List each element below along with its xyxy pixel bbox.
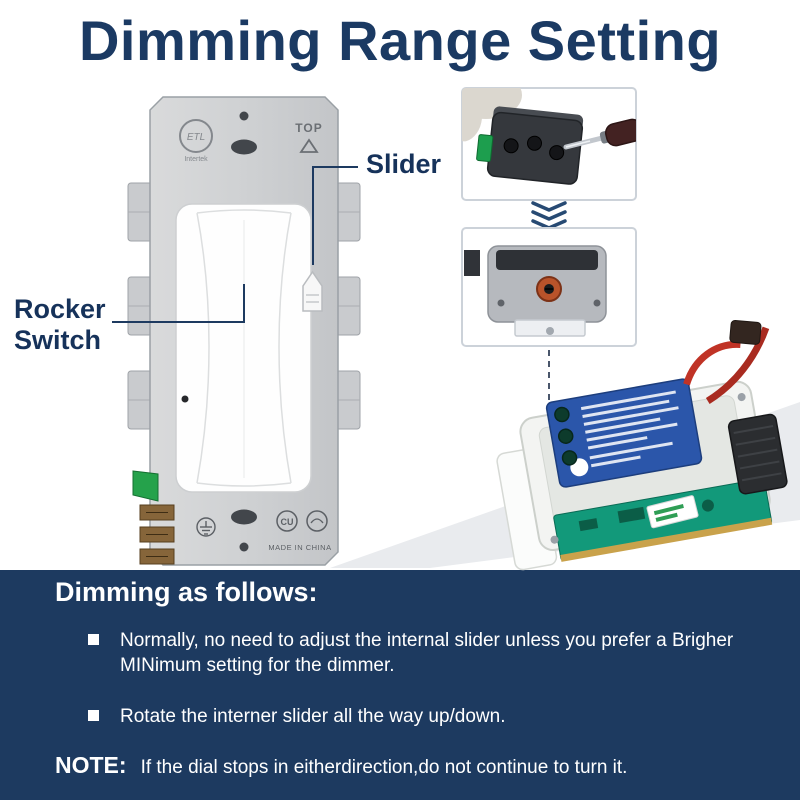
svg-text:ETL: ETL	[187, 132, 205, 143]
photo-screwdriver-content	[462, 88, 636, 185]
rocker-switch-label: Rocker Switch	[14, 294, 106, 356]
terminal-screws	[139, 504, 175, 565]
note-label: NOTE:	[55, 752, 127, 778]
chevron-down-icon	[531, 201, 567, 230]
rocker-paddle[interactable]	[175, 203, 312, 493]
etl-logo: ETL Intertek	[179, 119, 213, 163]
instructions-list: Normally, no need to adjust the internal…	[88, 628, 760, 755]
navy-band	[0, 570, 800, 800]
note-row: NOTE: If the dial stops in eitherdirecti…	[55, 752, 627, 779]
screwdriver-icon	[563, 118, 636, 150]
svg-text:Intertek: Intertek	[184, 156, 208, 163]
made-in-text: MADE IN CHINA	[268, 543, 331, 552]
slider-leader-line	[312, 166, 358, 265]
photo-dimmer-internals	[496, 319, 788, 571]
dimmer-switch-illustration: ETL Intertek TOP	[127, 96, 361, 566]
top-triangle-icon	[299, 138, 319, 153]
svg-text:CU: CU	[281, 517, 294, 527]
instruction-item: Rotate the interner slider all the way u…	[88, 704, 760, 729]
led-indicator	[181, 395, 189, 403]
red-wires	[683, 340, 741, 386]
rocker-leader-line	[112, 284, 245, 323]
photo-dimmer-back-content	[464, 245, 607, 337]
ground-wire	[132, 470, 159, 502]
slider-knob[interactable]	[302, 270, 323, 312]
instructions-heading: Dimming as follows:	[55, 577, 318, 607]
cert-marks: CU	[276, 510, 328, 532]
ground-symbol-icon	[196, 517, 216, 537]
page-title: Dimming Range Setting	[78, 9, 722, 72]
slider-label: Slider	[366, 149, 442, 179]
top-marking: TOP	[295, 121, 322, 135]
pass-sticker	[646, 495, 699, 529]
instruction-item: Normally, no need to adjust the internal…	[88, 628, 760, 678]
note-text: If the dial stops in eitherdirection,do …	[140, 757, 628, 778]
